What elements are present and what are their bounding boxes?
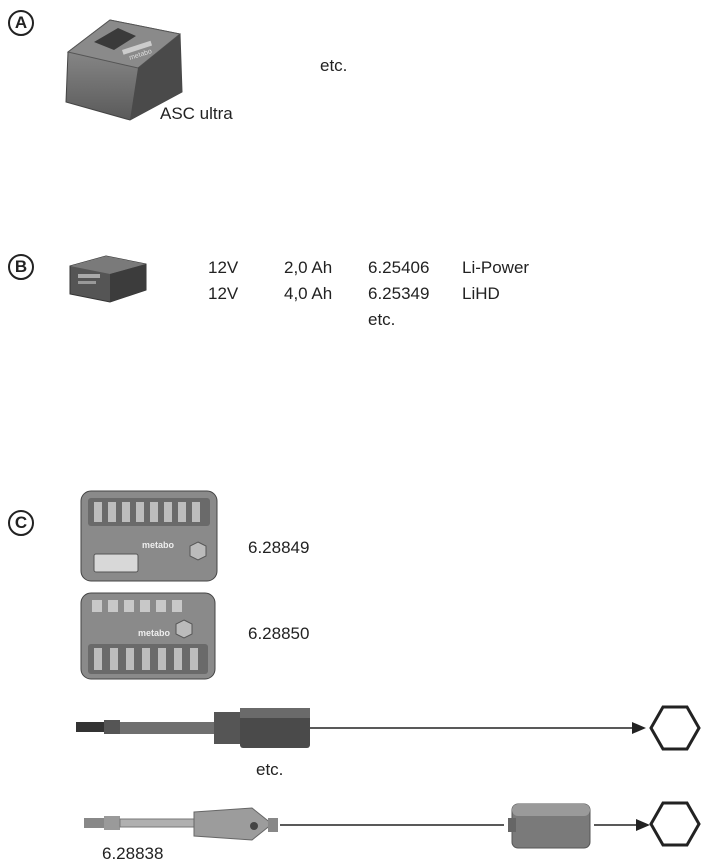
arrow-line bbox=[594, 819, 650, 831]
battery-order-number: 6.25406 bbox=[368, 258, 430, 277]
socket-adapter-image bbox=[84, 807, 278, 841]
section-c-badge: C bbox=[8, 510, 34, 536]
bit-box-order-number: 6.28849 bbox=[248, 538, 310, 557]
socket-adapter-order-number: 6.28838 bbox=[102, 844, 164, 863]
nut-setter-etc: etc. bbox=[256, 760, 284, 779]
section-a-badge: A bbox=[8, 10, 34, 36]
socket-image bbox=[508, 803, 591, 849]
battery-voltage: 12V bbox=[208, 258, 239, 277]
battery-pack-image bbox=[69, 255, 147, 303]
battery-type: Li-Power bbox=[462, 258, 530, 277]
bit-box-brand: metabo bbox=[138, 628, 171, 638]
nut-setter-image bbox=[76, 708, 310, 748]
section-b-badge: B bbox=[8, 254, 34, 280]
arrow-line bbox=[310, 722, 646, 734]
hexagon-icon bbox=[649, 705, 701, 751]
section-a-etc: etc. bbox=[320, 56, 348, 75]
bit-box-order-number: 6.28850 bbox=[248, 624, 310, 643]
section-b-etc: etc. bbox=[368, 310, 396, 329]
bit-box-image: metabo bbox=[80, 490, 218, 582]
bit-box-brand: metabo bbox=[142, 540, 175, 550]
charger-label: ASC ultra bbox=[160, 104, 233, 123]
bit-box-image: metabo bbox=[80, 592, 216, 680]
battery-capacity: 2,0 Ah bbox=[284, 258, 333, 277]
battery-voltage: 12V bbox=[208, 284, 239, 303]
charger-image: metabo bbox=[65, 19, 183, 121]
battery-type: LiHD bbox=[462, 284, 500, 303]
hexagon-icon bbox=[649, 801, 701, 847]
battery-capacity: 4,0 Ah bbox=[284, 284, 333, 303]
connector-line bbox=[280, 824, 504, 826]
battery-order-number: 6.25349 bbox=[368, 284, 430, 303]
